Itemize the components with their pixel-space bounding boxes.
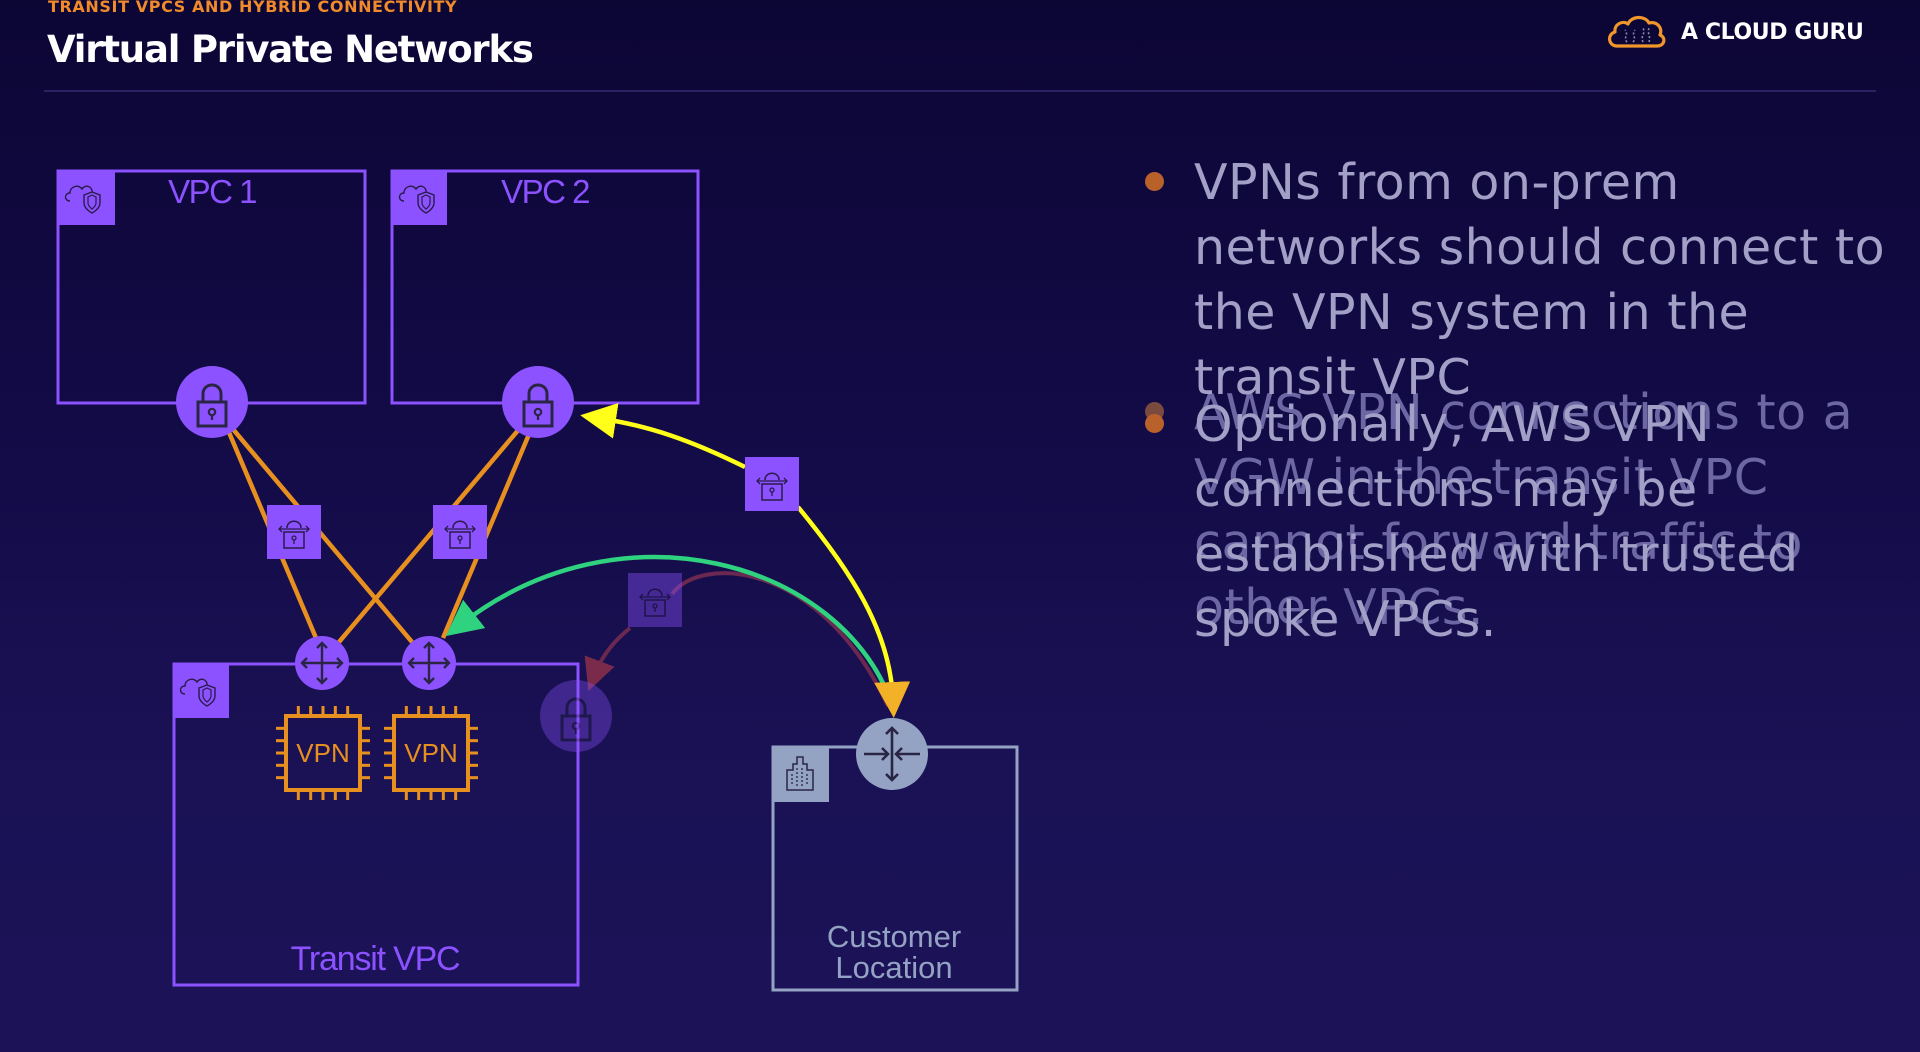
customer-gateway-icon	[864, 726, 920, 782]
transit-vgw-faded	[540, 680, 612, 752]
customer-badge	[772, 746, 829, 802]
vpc1-vgw	[176, 366, 248, 438]
transit-vpc-group: Transit VPC	[172, 662, 580, 987]
tunnel-vpc2-router1	[337, 426, 522, 644]
transit-router-2	[402, 636, 456, 690]
brand-name: A CLOUD GURU	[1681, 19, 1864, 45]
transit-router-1	[295, 636, 349, 690]
customer-label-line1: Customer	[827, 919, 961, 954]
faded-arrow-red	[584, 626, 632, 691]
vpn-instance-1: VPN	[276, 706, 370, 800]
building-icon	[786, 756, 814, 791]
arrow-green-customer-to-transit	[445, 554, 895, 705]
brand-logo: A CLOUD GURU	[1605, 12, 1864, 52]
customer-location-group: Customer Location	[771, 745, 1019, 992]
vpn-instance-label: VPN	[296, 738, 349, 768]
tunnel-vpc1-router2	[230, 426, 414, 644]
network-diagram: VPC 1 VPC 2 Transit VPC Customer Locatio…	[56, 169, 1019, 992]
bullet-item: Optionally, AWS VPN connections may be e…	[1140, 392, 1900, 652]
transit-vpc-box	[172, 662, 580, 987]
cloud-guru-logo-icon	[1608, 15, 1666, 48]
section-eyebrow: TRANSIT VPCS AND HYBRID CONNECTIVITY	[48, 0, 458, 16]
customer-gateway	[856, 718, 928, 790]
vpn-connection-faded	[628, 573, 682, 627]
vpc2-vgw	[502, 366, 574, 438]
bullet-layer-fading: AWS VPN connections to a VGW in the tran…	[1140, 150, 1900, 640]
vpn-instance-label: VPN	[404, 738, 457, 768]
vpc2-label: VPC 2	[501, 173, 589, 210]
header-divider	[44, 90, 1876, 92]
bullet-item: AWS VPN connections to a VGW in the tran…	[1140, 380, 1900, 640]
vpn-connection-left	[267, 505, 321, 559]
vpn-connection-right	[433, 505, 487, 559]
customer-label-line2: Location	[835, 950, 952, 985]
bullet-layer-current: VPNs from on-prem networks should connec…	[1140, 150, 1900, 652]
bullet-dot	[1145, 172, 1164, 191]
arrow-yellow-to-vpc2	[580, 402, 746, 470]
bullet-item: VPNs from on-prem networks should connec…	[1140, 150, 1900, 410]
transit-vpc-label: Transit VPC	[291, 940, 460, 978]
vpn-instance-2: VPN	[384, 706, 478, 800]
vpc1-label: VPC 1	[168, 173, 256, 210]
vpn-connection-spoke	[745, 457, 799, 511]
bullet-dot	[1145, 414, 1164, 433]
page-title: Virtual Private Networks	[47, 28, 534, 71]
arrow-yellow-to-customer	[796, 505, 911, 718]
